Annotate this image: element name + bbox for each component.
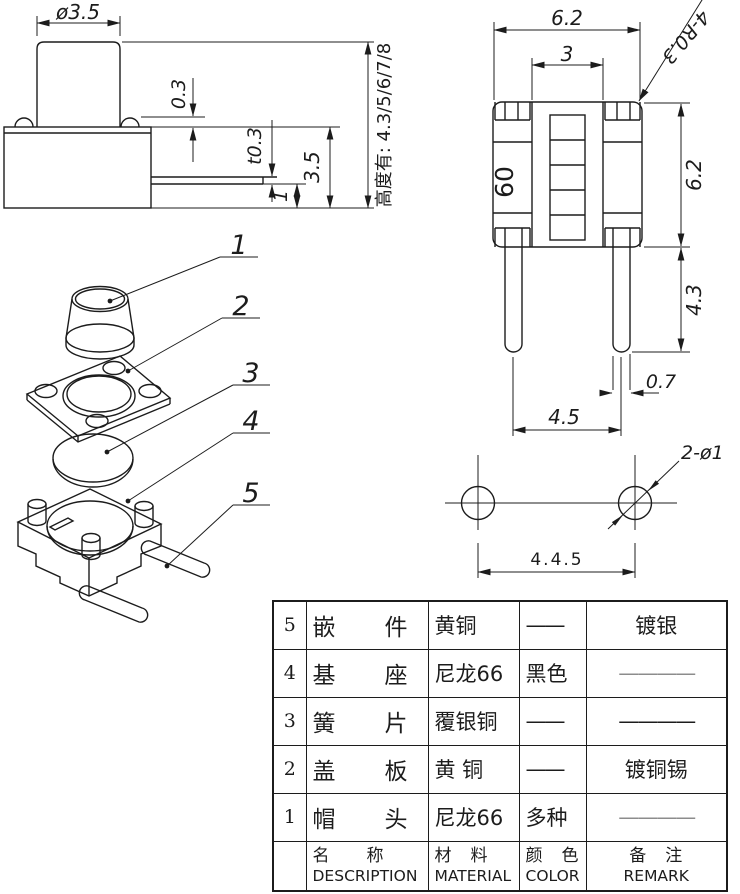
dim-pin-pitch: 4.5 (548, 405, 580, 429)
dim-body-height: 3.5 (300, 151, 324, 183)
item-remark: 镀铜锡 (585, 744, 728, 794)
parts-table-row-4: 4 基 座 尼龙66 黑色 ———— (272, 648, 728, 698)
side-view-drawing: ø3.5 0.3 t0.3 1 3.5 高度有: 4.3/5/6/7/8 (3, 0, 395, 209)
dim-hole-pitch: 4.4.5 (530, 550, 583, 570)
body-marking-60: 60 (490, 166, 519, 198)
item-no: 3 (272, 696, 307, 746)
item-description: 簧 片 (305, 696, 429, 746)
item-material: 尼龙66 (427, 792, 520, 842)
item-no: 2 (272, 744, 307, 794)
item-color: —— (518, 696, 587, 746)
parts-table-row-5: 5 嵌 件 黄铜 —— 镀银 (272, 600, 728, 650)
item-number-1: 1 (230, 230, 247, 261)
front-view-drawing: 60 6.2 3 4-R0.3 6.2 4.3 (490, 0, 714, 436)
item-material: 黄 铜 (427, 744, 520, 794)
dim-pin-length: 4.3 (682, 284, 706, 316)
header-color-en: COLOR (525, 867, 580, 886)
hole-callout-leader (607, 460, 680, 530)
item-leaders (104, 256, 270, 569)
dim-holes-callout: 2-ø1 (681, 442, 724, 464)
parts-table-row-1: 1 帽 头 尼龙66 多种 ———— (272, 792, 728, 842)
header-remark: 备 注 REMARK (585, 840, 728, 892)
item-number-3: 3 (242, 358, 259, 389)
item-no: 5 (272, 600, 307, 650)
switch-front-outline (492, 101, 643, 353)
item-remark: 镀银 (585, 600, 728, 650)
item-material: 覆银铜 (427, 696, 520, 746)
header-description: 名 称 DESCRIPTION (305, 840, 429, 892)
exploded-view-drawing: 1 2 3 4 5 (16, 230, 270, 623)
item-description: 嵌 件 (305, 600, 429, 650)
header-material: 材 料 MATERIAL (427, 840, 520, 892)
item-number-2: 2 (232, 291, 249, 322)
item-number-5: 5 (242, 478, 259, 509)
parts-table-row-2: 2 盖 板 黄 铜 —— 镀铜锡 (272, 744, 728, 794)
parts-table-header-row: 名 称 DESCRIPTION 材 料 MATERIAL 颜 色 COLOR 备… (272, 840, 728, 892)
dim-lead-offset: 1 (270, 190, 292, 202)
header-description-cn: 名 称 (312, 845, 385, 866)
centerlines (445, 455, 677, 578)
item-material: 尼龙66 (427, 648, 520, 698)
side-view-dimension-lines (36, 16, 372, 209)
parts-table: 5 嵌 件 黄铜 —— 镀银 4 基 座 尼龙66 黑色 ———— 3 簧 片 … (272, 600, 728, 892)
lead-pins-part (78, 540, 211, 623)
header-material-en: MATERIAL (434, 867, 512, 886)
dim-pin-width: 0.7 (646, 371, 676, 393)
header-description-en: DESCRIPTION (312, 867, 418, 886)
header-remark-en: REMARK (623, 867, 689, 886)
spring-disc-part (52, 433, 134, 488)
item-no: 4 (272, 648, 307, 698)
dim-cap-diameter: ø3.5 (55, 0, 100, 24)
item-material: 黄铜 (427, 600, 520, 650)
base-part (16, 488, 163, 597)
dim-lead-thickness: t0.3 (244, 127, 266, 165)
cover-plate-part (25, 355, 172, 443)
item-number-4: 4 (242, 406, 259, 437)
item-remark: ———— (585, 696, 728, 746)
header-material-cn: 材 料 (434, 845, 489, 866)
item-color: 多种 (518, 792, 587, 842)
item-remark: ———— (585, 792, 728, 842)
parts-table-row-3: 3 簧 片 覆银铜 —— ———— (272, 696, 728, 746)
item-color: —— (518, 744, 587, 794)
dim-corner-radius: 4-R0.3 (657, 6, 714, 68)
dim-inner-width: 3 (561, 42, 574, 66)
dim-bump-height: 0.3 (168, 79, 190, 109)
header-color-cn: 颜 色 (525, 845, 580, 866)
item-remark: ———— (585, 648, 728, 698)
item-color: 黑色 (518, 648, 587, 698)
item-no: 1 (272, 792, 307, 842)
header-color: 颜 色 COLOR (518, 840, 587, 892)
item-description: 基 座 (305, 648, 429, 698)
cap-part (65, 285, 135, 360)
item-description: 盖 板 (305, 744, 429, 794)
switch-side-outline (3, 41, 277, 209)
item-color: —— (518, 600, 587, 650)
header-remark-cn: 备 注 (629, 845, 684, 866)
dim-total-height: 高度有: 4.3/5/6/7/8 (374, 43, 395, 207)
header-no (272, 840, 307, 892)
dim-body-height-front: 6.2 (682, 159, 706, 191)
bottom-view-drawing: 2-ø1 4.4.5 (445, 442, 724, 578)
item-description: 帽 头 (305, 792, 429, 842)
side-view-extension-lines (4, 41, 374, 209)
front-view-dimension-lines (493, 0, 703, 434)
dim-body-width: 6.2 (551, 6, 583, 30)
